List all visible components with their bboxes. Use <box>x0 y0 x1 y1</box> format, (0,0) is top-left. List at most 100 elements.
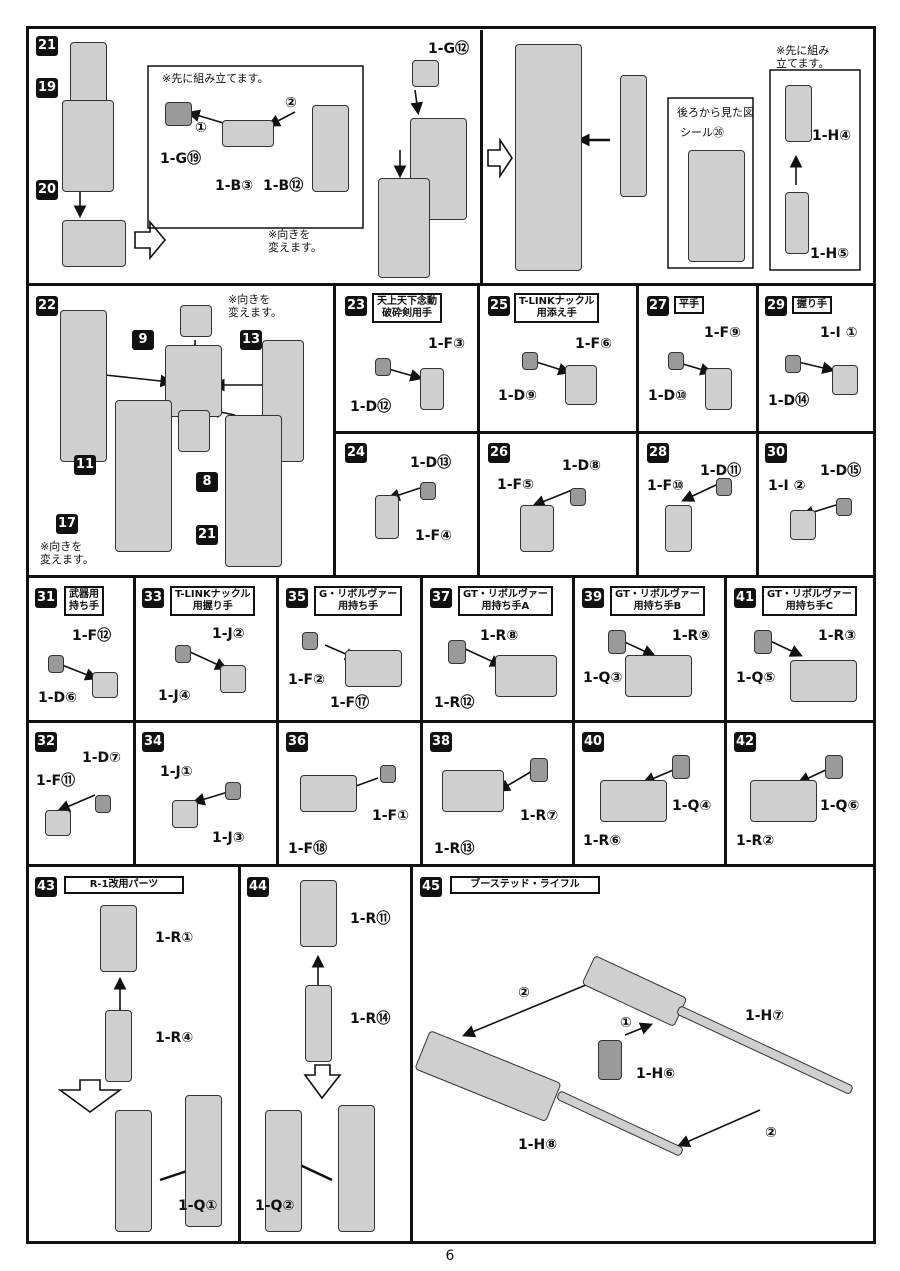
step-title: ブーステッド・ライフル <box>450 876 600 894</box>
part-tag: 19 <box>36 78 58 98</box>
part-label: 1-F④ <box>415 528 452 544</box>
left-leg-part <box>115 400 172 552</box>
step-number: 37 <box>430 588 452 608</box>
assembled-leg <box>515 44 582 271</box>
part-label: 1-F⑪ <box>36 773 76 789</box>
step-title: 平手 <box>674 296 704 314</box>
part-label: 1-H④ <box>812 128 852 144</box>
step-title: 握り手 <box>792 296 832 314</box>
hand-part <box>45 810 71 836</box>
hand-part <box>832 365 858 395</box>
part-label: 1-R① <box>155 930 194 946</box>
divider-39 <box>572 578 575 865</box>
armor-part <box>785 192 809 254</box>
part-label: 1-R④ <box>155 1030 194 1046</box>
part-label: 1-F① <box>372 808 409 824</box>
part-label: 1-G⑲ <box>160 151 202 167</box>
part-label: 1-R⑨ <box>672 628 711 644</box>
instruction-note: ※先に組み 立てます。 <box>776 44 830 70</box>
rifle-part <box>338 1105 375 1232</box>
hand-part <box>665 505 692 552</box>
back-view-part <box>688 150 745 262</box>
instruction-note: ※先に組み立てます。 <box>162 72 269 85</box>
frame-part <box>312 105 349 192</box>
part-label: 1-R⑭ <box>350 1011 391 1027</box>
hand-part <box>172 800 198 828</box>
circled-step: ② <box>518 985 530 1001</box>
part-label: 1-R⑫ <box>434 695 475 711</box>
view-caption: 後ろから見た図 <box>677 106 754 119</box>
hand-part <box>565 365 597 405</box>
step-number: 22 <box>36 296 58 316</box>
part-label: 1-R⑥ <box>583 833 622 849</box>
hand-part <box>420 368 444 410</box>
part-label: 1-H⑦ <box>745 1008 785 1024</box>
page-frame <box>26 26 876 1244</box>
gun-grip-part <box>600 780 667 822</box>
divider-row2 <box>26 575 876 578</box>
step-number: 31 <box>35 588 57 608</box>
step-title: GT・リボルヴァー 用持ち手B <box>610 586 705 616</box>
leg-thigh-part <box>70 42 107 104</box>
part-label: 1-I ① <box>820 325 858 341</box>
step-number: 39 <box>582 588 604 608</box>
step-number: 29 <box>765 296 787 316</box>
part-label: 1-J① <box>160 764 193 780</box>
step-number: 33 <box>142 588 164 608</box>
armor-part <box>785 85 812 142</box>
step-title: GT・リボルヴァー 用持ち手C <box>762 586 857 616</box>
armor-part <box>620 75 647 197</box>
rifle-part <box>185 1095 222 1227</box>
divider-22 <box>333 286 336 576</box>
divider-21-split <box>480 30 483 283</box>
step-number: 30 <box>765 443 787 463</box>
divider-row3 <box>26 720 876 723</box>
part-label: 1-I ② <box>768 478 806 494</box>
rifle-part <box>100 905 137 972</box>
part-label: 1-J④ <box>158 688 191 704</box>
hand-part <box>220 665 246 693</box>
divider-row1 <box>26 283 876 286</box>
circled-step: ② <box>765 1125 777 1141</box>
part-label: 1-D⑥ <box>38 690 78 706</box>
wrist-part <box>570 488 586 506</box>
part-label: 1-Q④ <box>672 798 712 814</box>
step-number: 44 <box>247 877 269 897</box>
part-label: 1-Q⑤ <box>736 670 776 686</box>
part-label: 1-R③ <box>818 628 857 644</box>
part-label: 1-F⑱ <box>288 841 328 857</box>
divider-row4 <box>26 864 876 867</box>
part-label: 1-D⑩ <box>648 388 688 404</box>
gun-grip-part <box>750 780 817 822</box>
part-label: 1-F⑨ <box>704 325 741 341</box>
part-label: 1-Q⑥ <box>820 798 860 814</box>
hand-part <box>520 505 554 552</box>
part-label: 1-R⑬ <box>434 841 475 857</box>
step-number: 21 <box>36 36 58 56</box>
part-label: 1-J③ <box>212 830 245 846</box>
left-arm-part <box>60 310 107 462</box>
part-label: 1-D⑧ <box>562 458 602 474</box>
part-label: 1-D⑪ <box>700 463 742 479</box>
part-label: 1-Q① <box>178 1198 218 1214</box>
part-label: 1-R② <box>736 833 775 849</box>
divider-hands-mid <box>336 431 876 434</box>
part-label: 1-F③ <box>428 336 465 352</box>
part-label: 1-D⑨ <box>498 388 538 404</box>
part-label: 1-D⑭ <box>768 393 810 409</box>
circled-step: ① <box>620 1015 632 1031</box>
hand-part <box>375 495 399 539</box>
instruction-note: ※向きを 変えます。 <box>40 540 94 566</box>
part-label: 1-H⑧ <box>518 1137 558 1153</box>
gun-grip-part <box>790 660 857 702</box>
right-leg-part <box>225 415 282 567</box>
divider-45 <box>410 867 413 1244</box>
wrist-part <box>608 630 626 654</box>
seal-caption: シール㉖ <box>680 126 724 139</box>
page-number: 6 <box>445 1248 455 1264</box>
part-label: 1-F② <box>288 672 325 688</box>
step-title: R-1改用パーツ <box>64 876 184 894</box>
gun-grip-part <box>442 770 504 812</box>
part-label: 1-R⑧ <box>480 628 519 644</box>
part-label: 1-F⑤ <box>497 477 534 493</box>
